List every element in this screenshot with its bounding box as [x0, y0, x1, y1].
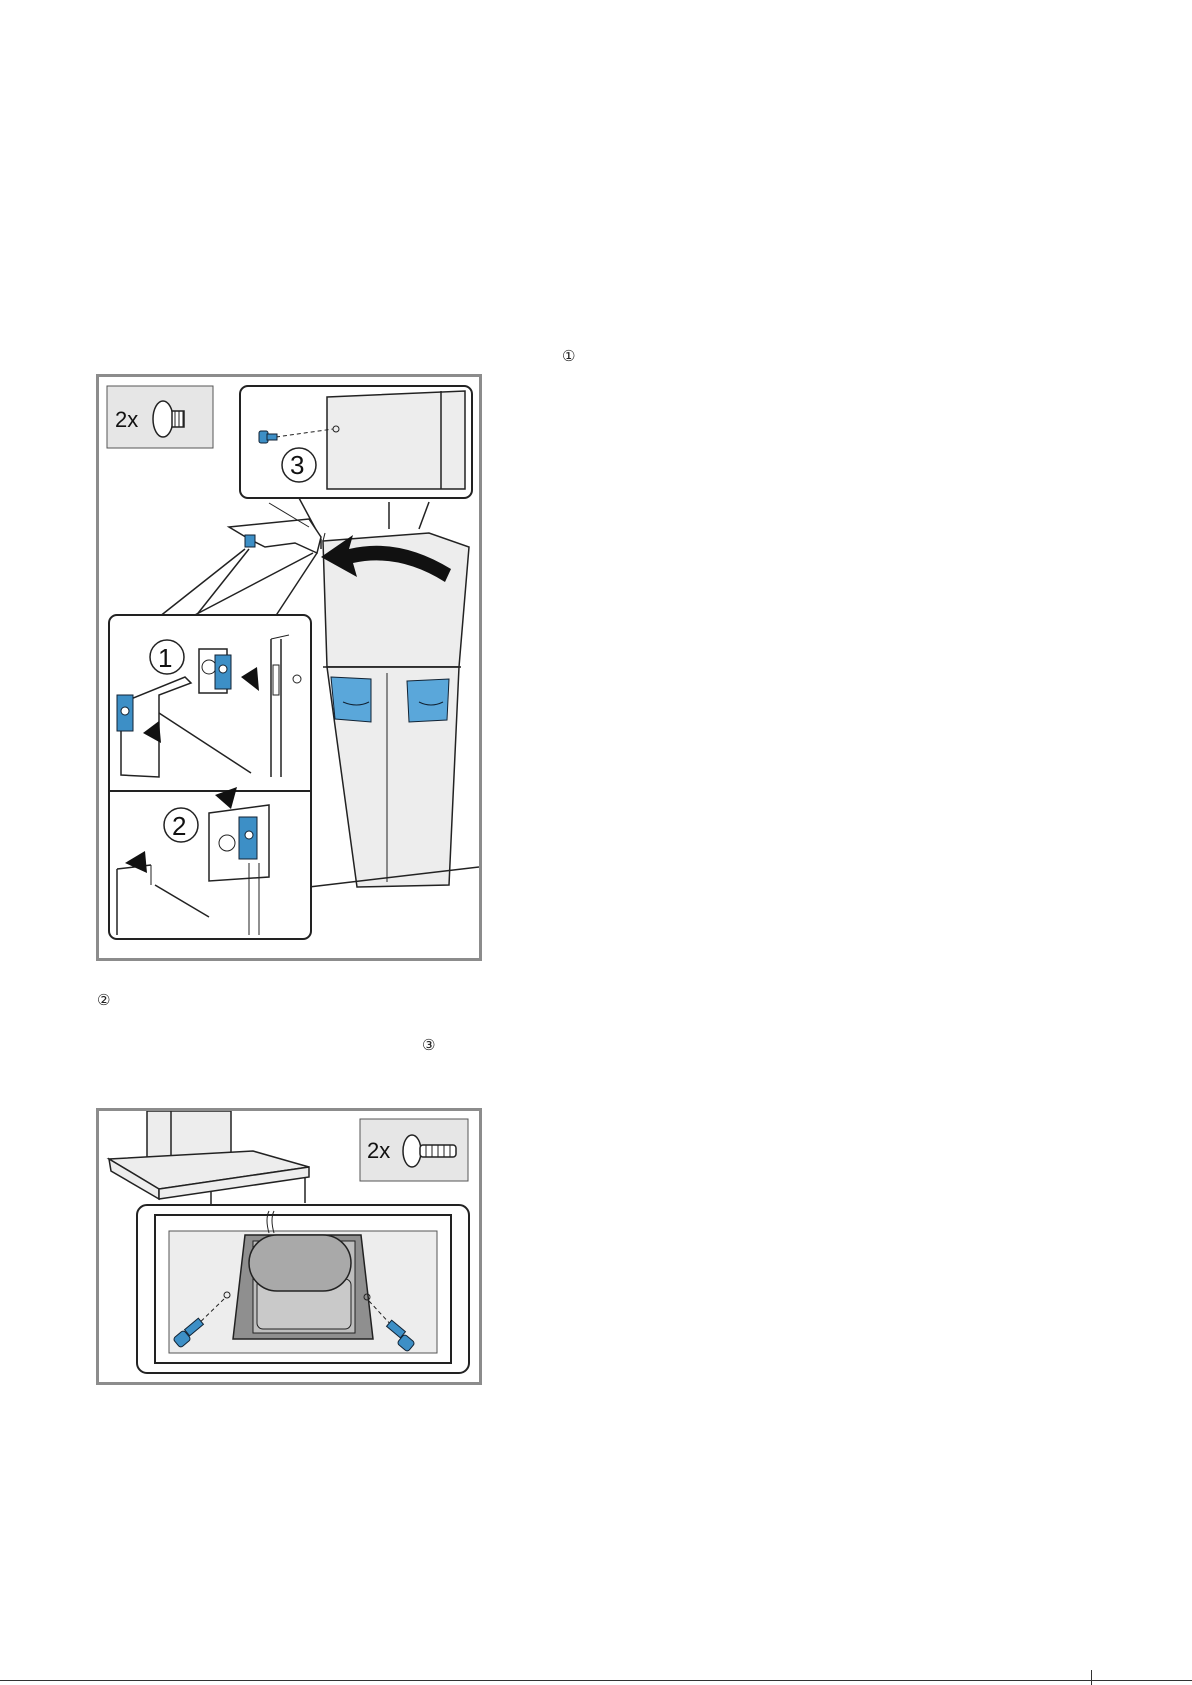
step-label-1: 1 — [158, 643, 172, 673]
figure-hood-screws: 2x — [96, 1108, 482, 1385]
hood-illustration: 2x — [99, 1111, 479, 1382]
hood-canopy — [109, 1111, 309, 1199]
inset-step-3: 3 — [240, 386, 472, 498]
step-label-2: 2 — [172, 811, 186, 841]
figure-chimney-mounting: 2x 3 — [96, 374, 482, 961]
step-marker-3: ③ — [422, 1036, 435, 1054]
screw-quantity-panel: 2x — [107, 386, 213, 448]
step-marker-2: ② — [97, 991, 110, 1009]
inset-steps-1-2: 1 2 — [109, 615, 311, 939]
chimney-illustration: 2x 3 — [99, 377, 479, 958]
footer-rule — [0, 1680, 1192, 1681]
step-label-3: 3 — [290, 450, 304, 480]
hood-underside-inset — [137, 1205, 469, 1373]
screw-quantity-label: 2x — [115, 407, 138, 432]
mounting-bracket — [229, 503, 321, 553]
footer-divider — [1091, 1670, 1092, 1685]
step-marker-1: ① — [562, 347, 575, 365]
screw-quantity-label: 2x — [367, 1138, 390, 1163]
screw-quantity-panel: 2x — [360, 1119, 468, 1181]
